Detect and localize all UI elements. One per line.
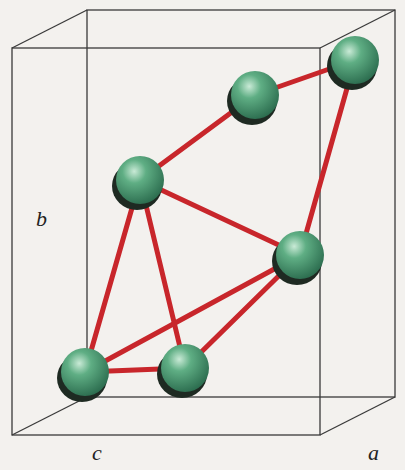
axis-label: b xyxy=(36,208,47,230)
bonds xyxy=(85,60,355,372)
atoms xyxy=(57,36,379,402)
cell-box xyxy=(12,10,395,435)
axis-label: c xyxy=(92,442,102,464)
axis-label: a xyxy=(368,442,379,464)
